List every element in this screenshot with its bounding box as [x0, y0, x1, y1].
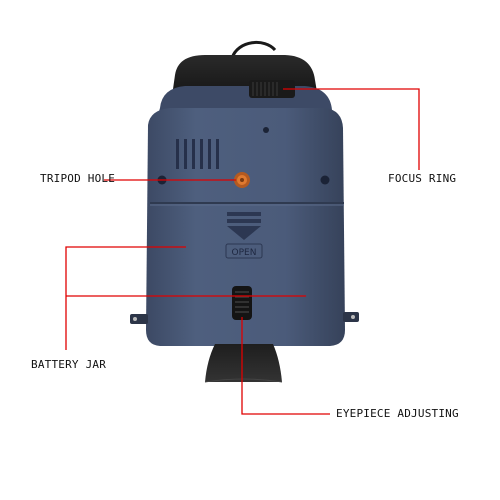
- eyepiece-cup: [205, 344, 282, 382]
- strap-cord: [230, 41, 277, 59]
- left-ear: [130, 314, 148, 324]
- screw-right: [320, 175, 330, 185]
- battery-jar-label: BATTERY JAR: [31, 358, 107, 371]
- open-label: OPEN: [232, 248, 257, 258]
- eyepiece-knob-icon: [232, 286, 252, 320]
- callout-lines: [65, 88, 420, 415]
- open-arrow-icon: [227, 212, 261, 240]
- vent-grille: [176, 139, 219, 169]
- focus-ring-label: FOCUS RING: [388, 172, 457, 185]
- open-badge: [225, 243, 263, 259]
- eyepiece-adjusting-label: EYEPIECE ADJUSTING: [336, 407, 459, 420]
- screw-center: [263, 127, 269, 133]
- tripod-hole-label: TRIPOD HOLE: [40, 172, 116, 185]
